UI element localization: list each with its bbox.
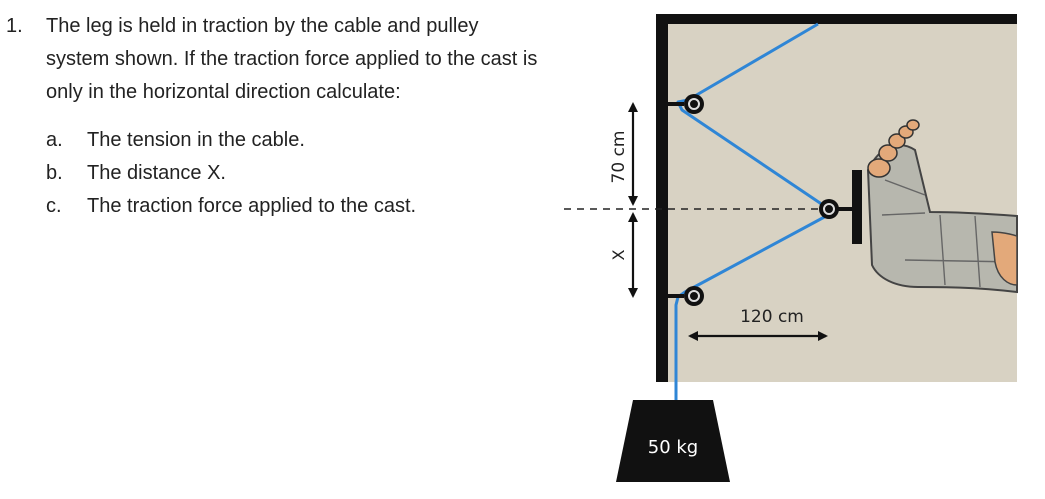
wall [656, 14, 668, 382]
part-c: c. The traction force applied to the cas… [0, 190, 560, 223]
part-text: The traction force applied to the cast. [87, 195, 417, 217]
dimension-120cm-label: 120 cm [740, 307, 804, 327]
part-text: The distance X. [87, 162, 226, 184]
dimension-x-label: X [609, 249, 628, 260]
part-letter: c. [46, 195, 62, 217]
part-text: The tension in the cable. [87, 129, 305, 151]
bottom-pulley-icon [668, 286, 704, 306]
weight-label: 50 kg [648, 437, 698, 458]
leg-cast [866, 144, 1018, 294]
part-letter: a. [46, 129, 63, 151]
ceiling [656, 14, 1017, 24]
dimension-70cm-label: 70 cm [609, 131, 629, 184]
part-letter: b. [46, 162, 63, 184]
cast-pulley-icon [819, 199, 854, 219]
foot-plate [852, 170, 862, 244]
question-number: 1. [6, 15, 23, 37]
question-1: 1. The leg is held in traction by the ca… [0, 10, 560, 109]
figure-background [661, 18, 1017, 382]
weight-block [616, 400, 730, 482]
question-parts: a. The tension in the cable. b. The dist… [0, 124, 560, 223]
problem-statement: 1. The leg is held in traction by the ca… [0, 10, 560, 223]
part-b: b. The distance X. [0, 157, 560, 190]
toes [867, 119, 920, 178]
part-a: a. The tension in the cable. [0, 124, 560, 157]
top-pulley-icon [668, 94, 704, 114]
question-text: The leg is held in traction by the cable… [46, 15, 538, 103]
